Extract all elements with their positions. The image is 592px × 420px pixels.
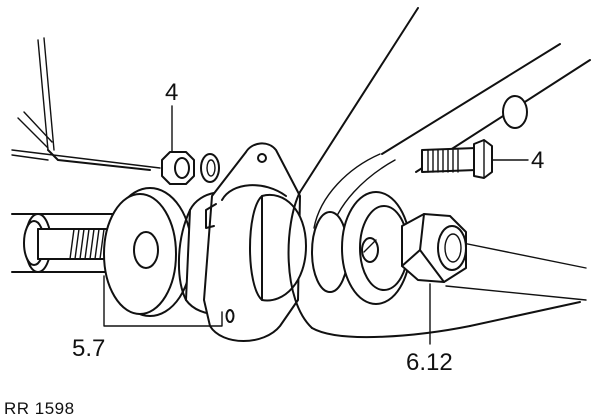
hex-locknut xyxy=(401,213,467,283)
inner-bush xyxy=(249,193,307,302)
callout-bush-assembly: 5.7 xyxy=(72,335,105,362)
long-bolt-shaft xyxy=(11,213,121,273)
figure-reference: RR 1598 xyxy=(4,399,75,418)
chassis-frame-left xyxy=(11,37,161,171)
leader-lines xyxy=(103,105,529,345)
arm-eye-bush xyxy=(311,191,411,305)
radius-arm xyxy=(287,7,591,339)
bolt-thread xyxy=(69,228,105,260)
small-bolt xyxy=(421,139,493,179)
large-washer xyxy=(103,187,193,317)
callout-bolt-right: 4 xyxy=(531,147,544,174)
callout-locknut: 6.12 xyxy=(406,349,453,376)
small-nut xyxy=(161,151,195,185)
callout-nut-top: 4 xyxy=(165,79,178,106)
spring-washer xyxy=(200,153,220,183)
small-bolt-thread xyxy=(427,149,459,173)
